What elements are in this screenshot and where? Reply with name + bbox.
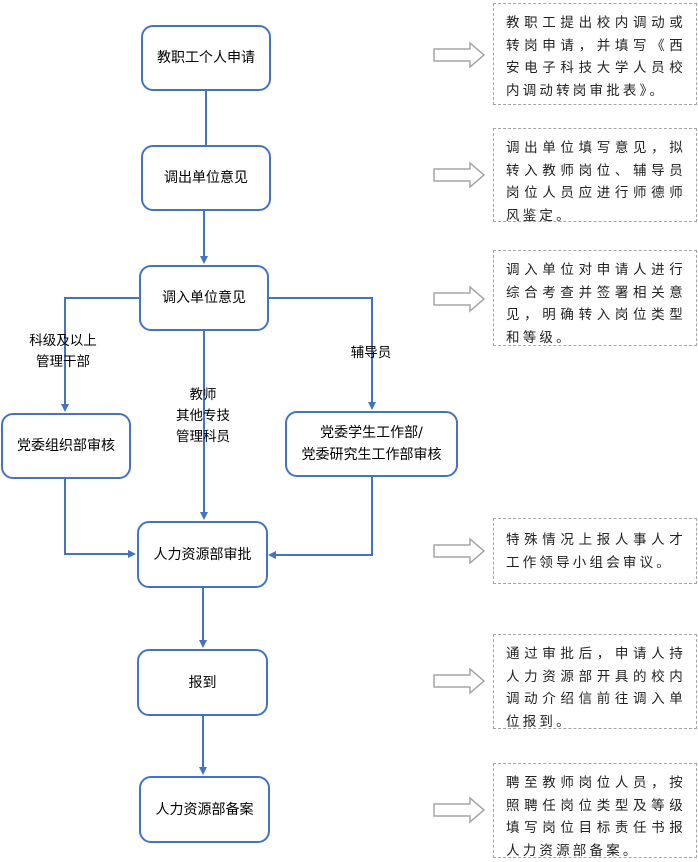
- connector-student-dept-to-hr-approve: [268, 476, 373, 559]
- edge-label-teacher: 教师 其他专技 管理科员: [163, 385, 243, 448]
- note-in-unit: 调入单位对申请人进行综合考查并签署相关意见，明确转入岗位类型和等级。: [493, 250, 697, 346]
- node-apply: 教职工个人申请: [141, 25, 271, 91]
- note-out-unit: 调出单位填写意见，拟转入教师岗位、辅导员岗位人员应进行师德师风鉴定。: [493, 128, 697, 224]
- node-hr-approve: 人力资源部审批: [137, 521, 268, 588]
- node-hr-record: 人力资源部备案: [139, 776, 270, 843]
- edge-label-teacher-line1: 教师: [189, 387, 217, 403]
- note-hr-approve: 特殊情况上报人事人才工作领导小组会审议。: [493, 518, 697, 584]
- connector-in-unit-to-student-dept: [269, 297, 376, 410]
- node-student-dept-label-line1: 党委学生工作部/: [320, 425, 423, 441]
- node-hr-approve-label: 人力资源部审批: [153, 546, 252, 563]
- note-hr-record: 聘至教师岗位人员，按照聘任岗位类型及等级填写岗位目标责任书报人力资源部备案。: [493, 763, 697, 859]
- note-out-unit-text: 调出单位填写意见，拟转入教师岗位、辅导员岗位人员应进行师德师风鉴定。: [506, 140, 686, 224]
- node-in-unit: 调入单位意见: [139, 265, 269, 331]
- edge-label-counselor-text: 辅导员: [350, 345, 392, 361]
- edge-label-cadre-line2: 管理干部: [36, 354, 90, 370]
- node-out-unit: 调出单位意见: [141, 145, 271, 211]
- connector-in-unit-to-org-dept: [61, 297, 139, 412]
- node-report-label: 报到: [188, 674, 217, 691]
- node-report: 报到: [137, 649, 268, 716]
- node-org-dept: 党委组织部审核: [1, 413, 131, 479]
- edge-label-counselor: 辅导员: [340, 343, 402, 364]
- hollow-arrow-report-icon: [433, 667, 486, 695]
- note-apply-text: 教职工提出校内调动或转岗申请，并填写《西安电子科技大学人员校内调动转岗审批表》。: [506, 15, 686, 99]
- hollow-arrow-in-unit-icon: [433, 285, 486, 313]
- note-report-text: 通过审批后，申请人持人力资源部开具的校内调动介绍信前往调入单位报到。: [506, 646, 686, 730]
- edge-label-cadre-line1: 科级及以上: [29, 333, 97, 349]
- note-in-unit-text: 调入单位对申请人进行综合考查并签署相关意见，明确转入岗位类型和等级。: [506, 262, 686, 346]
- note-hr-record-text: 聘至教师岗位人员，按照聘任岗位类型及等级填写岗位目标责任书报人力资源部备案。: [506, 775, 686, 859]
- edge-label-teacher-line2: 其他专技: [176, 408, 230, 424]
- node-out-unit-label: 调出单位意见: [164, 170, 248, 186]
- hollow-arrow-out-unit-icon: [433, 161, 486, 189]
- node-hr-record-label: 人力资源部备案: [155, 801, 254, 818]
- connector-org-dept-to-hr-approve: [64, 478, 136, 558]
- note-apply: 教职工提出校内调动或转岗申请，并填写《西安电子科技大学人员校内调动转岗审批表》。: [493, 3, 697, 105]
- node-org-dept-label: 党委组织部审核: [17, 438, 115, 454]
- hollow-arrow-apply-icon: [433, 41, 486, 69]
- hollow-arrow-hr-approve-icon: [433, 537, 486, 565]
- node-student-dept-label-line2: 党委研究生工作部审核: [301, 447, 442, 463]
- edge-label-teacher-line3: 管理科员: [176, 429, 230, 445]
- node-student-dept: 党委学生工作部/ 党委研究生工作部审核: [285, 411, 458, 477]
- note-report: 通过审批后，申请人持人力资源部开具的校内调动介绍信前往调入单位报到。: [493, 634, 697, 730]
- edge-label-cadre: 科级及以上 管理干部: [18, 331, 108, 373]
- node-apply-label: 教职工个人申请: [157, 50, 255, 66]
- note-hr-approve-text: 特殊情况上报人事人才工作领导小组会审议。: [506, 532, 686, 571]
- hollow-arrow-hr-record-icon: [433, 796, 486, 824]
- node-in-unit-label: 调入单位意见: [162, 290, 246, 306]
